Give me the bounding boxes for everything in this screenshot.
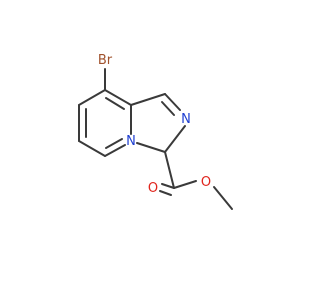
bond-c-o-single xyxy=(173,180,197,189)
bond-layer xyxy=(78,68,233,210)
bond-n2-c3 xyxy=(164,125,186,153)
bond-c8-c7 xyxy=(78,89,106,106)
bond-c3-ccarbonyl xyxy=(164,151,175,189)
bond-c8a-c1 xyxy=(130,93,166,106)
atom-n-imidazole-label: N xyxy=(181,112,191,127)
atom-label-layer: Br N N O O xyxy=(98,53,211,196)
atom-br-label: Br xyxy=(98,53,113,68)
molecule-diagram: Br N N O O xyxy=(78,53,233,210)
bond-c1-n2-inner xyxy=(161,101,175,116)
bond-c3-n4 xyxy=(136,142,166,153)
bond-o-methyl xyxy=(213,186,233,210)
bond-c6-c5 xyxy=(78,140,106,157)
bond-c5-n4 xyxy=(104,144,126,157)
bond-c8a-c8 xyxy=(104,89,132,106)
atom-n-bridge-label: N xyxy=(126,134,136,149)
bond-c5-n4-inner xyxy=(105,138,123,149)
bond-c1-n2 xyxy=(164,93,181,111)
atom-o-ester-label: O xyxy=(201,175,211,190)
bond-c8a-c8-inner xyxy=(105,97,125,110)
bond-c-o-double-2 xyxy=(159,190,172,196)
atom-o-carbonyl-label: O xyxy=(148,181,158,196)
bond-c-o-double xyxy=(161,183,175,189)
